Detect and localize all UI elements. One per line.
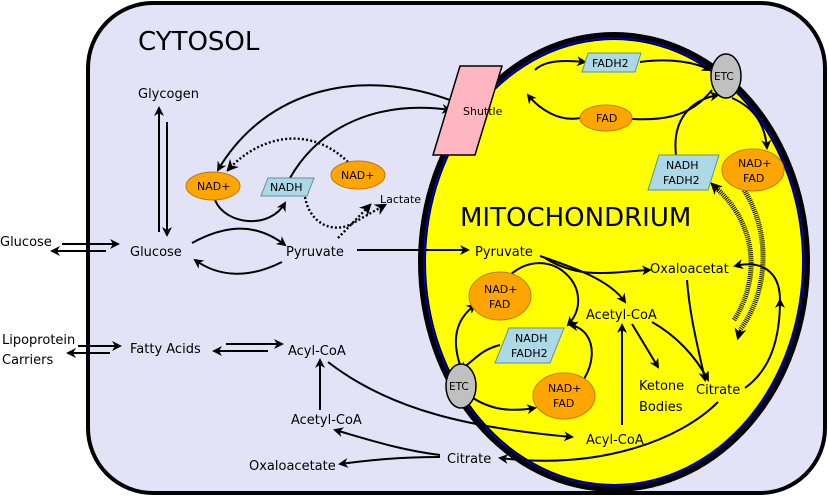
cytosol-label: CYTOSOL: [138, 27, 260, 57]
svg-text:FAD: FAD: [553, 397, 574, 410]
nad-plus-left-node: NAD+: [185, 171, 241, 201]
svg-text:NADH: NADH: [666, 159, 699, 172]
svg-text:FAD: FAD: [743, 172, 764, 185]
citrate-mito-label: Citrate: [696, 383, 740, 398]
nad-fad-right-node: NAD+ FAD: [721, 148, 785, 192]
ketone-label-1: Ketone: [639, 379, 684, 394]
acetyl-coa-cytosol-label: Acetyl-CoA: [291, 413, 362, 428]
nad-fad-lower-node: NAD+ FAD: [532, 372, 596, 420]
citrate-cytosol-label: Citrate: [447, 452, 491, 467]
svg-text:NAD+: NAD+: [341, 169, 374, 182]
etc-bottom-node: ETC: [445, 363, 477, 409]
glycogen-label: Glycogen: [138, 87, 199, 102]
svg-text:ETC: ETC: [714, 71, 734, 83]
fatty-acids-label: Fatty Acids: [130, 342, 201, 357]
svg-text:FAD: FAD: [489, 298, 510, 311]
svg-text:NAD+: NAD+: [548, 382, 581, 395]
svg-text:FADH2: FADH2: [592, 57, 629, 70]
glucose-label: Glucose: [130, 245, 182, 260]
svg-text:NAD+: NAD+: [197, 180, 230, 193]
mitochondrion-inner-border: [423, 37, 805, 487]
nadh-node: NADH: [260, 177, 315, 197]
nadh-fadh2-right-node: NADH FADH2: [647, 154, 720, 191]
oxaloacetate-cytosol-label: Oxaloacetate: [249, 459, 336, 474]
nadh-fadh2-mid-node: NADH FADH2: [494, 327, 565, 364]
lipoprotein-label-2: Carriers: [2, 353, 53, 368]
acyl-coa-mito-label: Acyl-CoA: [586, 433, 644, 448]
nad-fad-upper-node: NAD+ FAD: [468, 271, 532, 321]
lipoprotein-label-1: Lipoprotein: [2, 333, 75, 348]
shuttle-node: Shuttle: [431, 65, 504, 156]
mitochondrion-label: MITOCHONDRIUM: [460, 203, 691, 233]
svg-text:NAD+: NAD+: [738, 157, 771, 170]
svg-text:FADH2: FADH2: [663, 174, 700, 187]
svg-text:NADH: NADH: [515, 332, 548, 345]
acyl-coa-cytosol-label: Acyl-CoA: [288, 344, 346, 359]
fadh2-top-node: FADH2: [581, 52, 642, 73]
acetyl-coa-mito-label: Acetyl-CoA: [586, 308, 657, 323]
svg-text:FADH2: FADH2: [511, 347, 548, 360]
pyruvate-cytosol-label: Pyruvate: [286, 245, 344, 260]
svg-text:Shuttle: Shuttle: [463, 105, 503, 118]
svg-text:ETC: ETC: [449, 381, 469, 393]
etc-top-node: ETC: [710, 53, 742, 99]
glucose-external-label: Glucose: [0, 235, 52, 250]
svg-text:FAD: FAD: [596, 112, 617, 125]
oxaloacetate-mito-label: Oxaloacetat: [650, 262, 729, 277]
nad-plus-right-node: NAD+: [330, 160, 386, 190]
fad-top-node: FAD: [579, 104, 633, 132]
ketone-label-2: Bodies: [639, 400, 683, 415]
pyruvate-mito-label: Pyruvate: [475, 245, 533, 260]
svg-text:NAD+: NAD+: [484, 283, 517, 296]
svg-text:NADH: NADH: [270, 181, 303, 194]
lactate-label: Lactate: [380, 193, 421, 206]
